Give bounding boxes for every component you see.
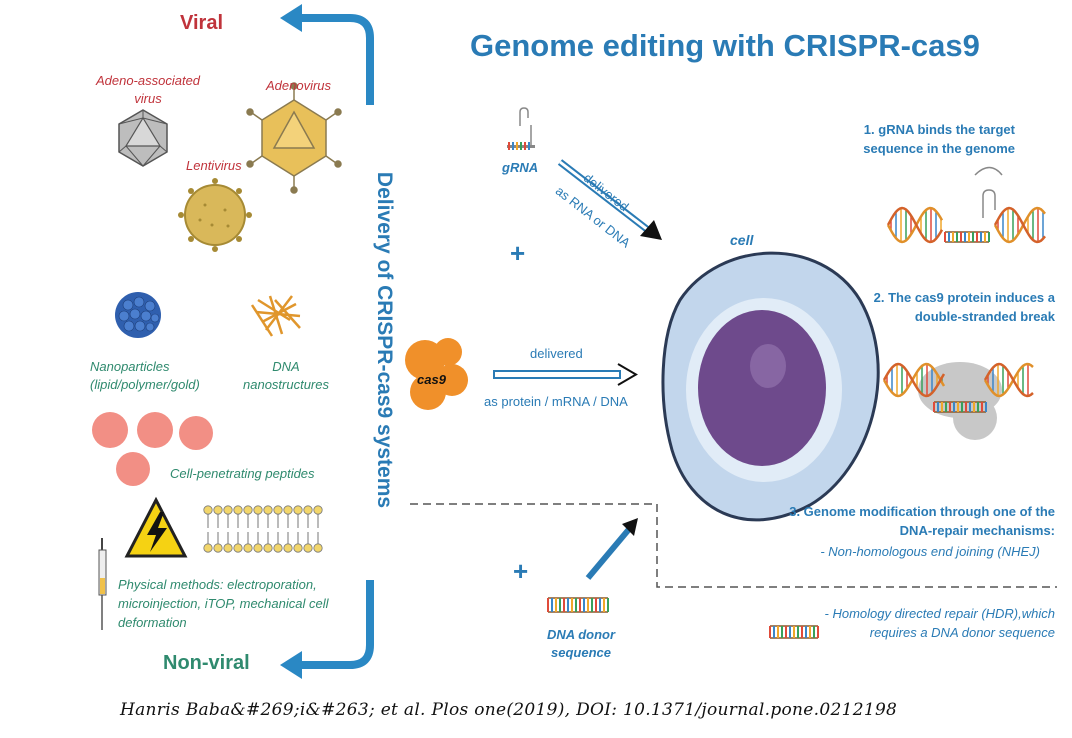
citation: Hanris Baba&#269;i&#263; et al. Plos one…	[120, 700, 898, 720]
cas9-delivery-arrow	[493, 363, 638, 386]
plus-sign-1: +	[510, 238, 526, 268]
syringe-icon	[98, 538, 107, 630]
hdr-dna-icon	[769, 625, 819, 639]
cas9-label: cas9	[417, 372, 446, 387]
cell-label: cell	[730, 232, 754, 248]
nanoparticles-label: Nanoparticles (lipid/polymer/gold)	[90, 359, 200, 392]
nonviral-label: Non-viral	[163, 652, 250, 674]
grna-icon	[507, 107, 535, 150]
delivery-vertical-text: Delivery of CRISPR-cas9 systems	[373, 171, 396, 509]
adenovirus-icon	[246, 82, 342, 194]
donor-dna-icon	[547, 597, 609, 613]
plus-sign-2: +	[513, 556, 529, 586]
dna-nanostructures-label: DNA nanostructures	[243, 359, 329, 392]
dna-nanostructure-icon	[250, 295, 301, 337]
lentivirus-icon	[178, 178, 252, 252]
membrane-icon	[203, 505, 323, 553]
donor-label: DNA donor sequence	[546, 627, 616, 660]
aav-icon	[118, 109, 168, 167]
viral-label: Viral	[180, 12, 223, 34]
cell-icon	[661, 251, 880, 522]
step2-text: 2. The cas9 protein induces a double-str…	[873, 290, 1055, 324]
delivery-bracket	[280, 4, 374, 679]
step1-text: 1. gRNA binds the target sequence in the…	[863, 122, 1015, 156]
region-dividers	[410, 503, 1057, 588]
nanoparticle-icon	[115, 292, 161, 338]
grna-delivery-arrow	[557, 159, 662, 240]
donor-delivery-arrow	[585, 518, 638, 580]
lentivirus-label: Lentivirus	[186, 158, 242, 173]
hdr-text: - Homology directed repair (HDR),which r…	[824, 606, 1055, 640]
step1-dna-icon	[886, 166, 1046, 244]
adenovirus-label: Adenovirus	[266, 78, 332, 93]
nhej-text: - Non-homologous end joining (NHEJ)	[820, 544, 1040, 559]
step3-text: 3. Genome modification through one of th…	[789, 504, 1055, 538]
page-title: Genome editing with CRISPR-cas9	[470, 28, 980, 63]
cpp-icon	[92, 412, 213, 486]
cpp-label: Cell-penetrating peptides	[170, 466, 315, 481]
step2-dna-strands	[882, 362, 1034, 413]
physical-methods-label: Physical methods: electroporation, micro…	[118, 577, 329, 630]
cas9-arrow-bottom-label: as protein / mRNA / DNA	[484, 394, 628, 409]
grna-label: gRNA	[502, 160, 539, 175]
cas9-icon	[405, 338, 468, 410]
aav-label: Adeno-associated virus	[95, 73, 201, 106]
high-voltage-icon	[124, 496, 188, 558]
cas9-arrow-top-label: delivered	[530, 346, 583, 361]
